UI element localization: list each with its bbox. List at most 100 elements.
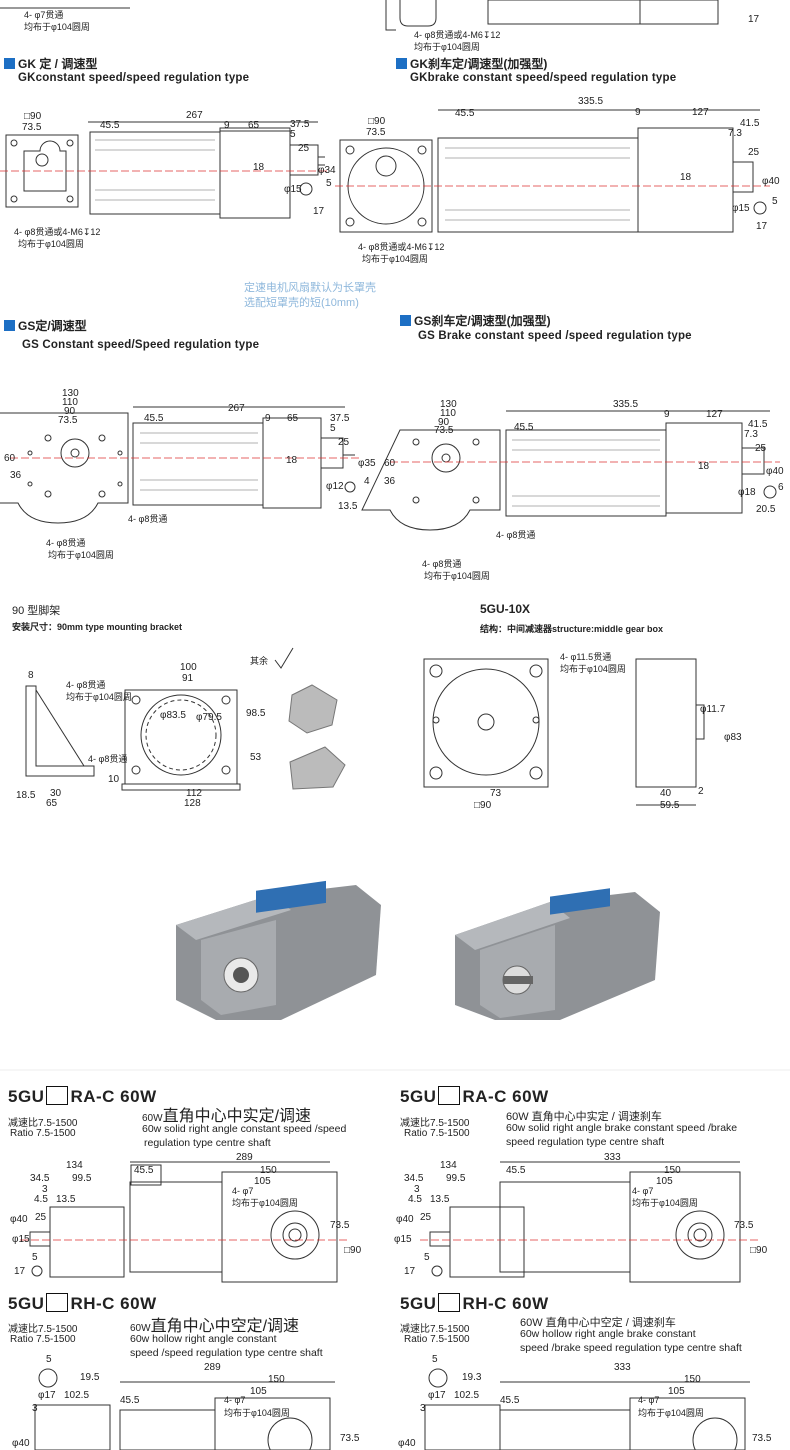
rh-c-brake-desc-2: speed /brake speed regulation type centr… <box>520 1342 742 1354</box>
dim: 45.5 <box>500 1395 520 1406</box>
dim: φ17 <box>38 1390 56 1401</box>
bracket-rest: 其余 <box>250 656 269 666</box>
dim: 134 <box>440 1160 457 1171</box>
ra-c-brake-hole-note: 4- φ7 <box>632 1186 654 1196</box>
dim: 130 <box>440 399 457 410</box>
ra-c-brake-title-cn: 60W 直角中心中实定 / 调速刹车 <box>506 1111 662 1123</box>
dim: φ79.5 <box>196 712 222 723</box>
dim: 5 <box>772 196 778 207</box>
dim: 18 <box>680 172 692 183</box>
dim: 335.5 <box>613 399 639 410</box>
dim: 18.5 <box>16 790 36 801</box>
top-left-hole-note: 4- φ7贯通 <box>24 10 64 20</box>
dim: φ40 <box>762 176 780 187</box>
dim: 5 <box>46 1354 52 1365</box>
dim: 333 <box>604 1152 621 1163</box>
dim: φ17 <box>428 1390 446 1401</box>
dim: 130 <box>62 388 79 399</box>
model-box-icon <box>438 1293 461 1312</box>
dim: 335.5 <box>578 96 604 107</box>
rh-c-brake-title-cn: 60W 直角中心中空定 / 调速刹车 <box>520 1317 676 1329</box>
dim: 25 <box>420 1212 432 1223</box>
dim: 102.5 <box>454 1390 480 1401</box>
dim: 267 <box>186 110 203 121</box>
gk-brake-hole-note-2: 均布于φ104圆周 <box>362 254 428 264</box>
dim: 18 <box>698 461 710 472</box>
dim: 3 <box>414 1184 420 1195</box>
dim: 73.5 <box>340 1433 360 1444</box>
dim: φ83 <box>724 732 742 743</box>
dim: 150 <box>260 1165 277 1176</box>
ra-c-hole-note-2: 均布于φ104圆周 <box>232 1198 298 1208</box>
dim: 5 <box>32 1252 38 1263</box>
gs-hole-note-a: 4- φ8贯通 <box>128 514 168 524</box>
dim: φ40 <box>398 1438 416 1449</box>
dim: 17 <box>313 206 325 217</box>
ra-c-hole-note: 4- φ7 <box>232 1186 254 1196</box>
section-marker-icon <box>4 58 15 69</box>
top-right-hole-note: 4- φ8贯通或4-M6↧12 <box>414 30 501 40</box>
dim: 110 <box>62 397 78 408</box>
model-box-icon <box>438 1086 461 1105</box>
gearbox-title: 5GU-10X <box>480 602 531 616</box>
dim: 40 <box>660 788 672 799</box>
section-marker-icon <box>400 315 411 326</box>
dim: 150 <box>664 1165 681 1176</box>
top-right-dim: 17 <box>748 14 760 25</box>
ra-c-brake-ratio-cn: 减速比7.5-1500 <box>400 1118 470 1129</box>
dim: 19.3 <box>462 1372 482 1383</box>
dim: 8 <box>28 670 34 681</box>
dim: □90 <box>474 800 492 811</box>
dim: 73.5 <box>434 425 454 436</box>
gs-hole-note-2: 均布于φ104圆周 <box>48 550 114 560</box>
dim: 45.5 <box>134 1165 154 1176</box>
dim: 25 <box>748 147 760 158</box>
dim: 73.5 <box>330 1220 350 1231</box>
gs-brake-hole-note-2: 均布于φ104圆周 <box>424 571 490 581</box>
bracket-title: 90 型脚架 <box>12 605 61 617</box>
dim: 289 <box>236 1152 253 1163</box>
dim: 3 <box>420 1403 426 1414</box>
rh-c-desc-2: speed /speed regulation type centre shaf… <box>130 1347 323 1359</box>
dim: 13.5 <box>430 1194 450 1205</box>
dim: φ15 <box>12 1234 30 1245</box>
ra-c-ratio-cn: 减速比7.5-1500 <box>8 1118 78 1129</box>
gk-brake-title: GK刹车定/调速型(加强型) <box>396 55 547 72</box>
rh-c-hole-note: 4- φ7 <box>224 1395 246 1405</box>
dim: 45.5 <box>455 108 475 119</box>
dim: 25 <box>755 443 767 454</box>
fan-note-line1: 定速电机风扇默认为长罩壳 <box>244 282 376 294</box>
bracket-hole-note: 4- φ8贯通 <box>66 680 106 690</box>
dim: 30 <box>50 788 62 799</box>
dim: 73.5 <box>22 122 42 133</box>
gearbox-subtitle: 结构：中间减速器structure:middle gear box <box>480 624 664 634</box>
dim: 9 <box>635 107 641 118</box>
dim: 13.5 <box>338 501 358 512</box>
dim: 90 <box>438 417 450 428</box>
dim: 5 <box>330 423 336 434</box>
dim: □90 <box>750 1245 768 1256</box>
dim: 4 <box>364 476 370 487</box>
dim: 36 <box>10 470 22 481</box>
gk-subtitle: GKconstant speed/speed regulation type <box>18 72 250 84</box>
dim: φ18 <box>738 487 756 498</box>
dim: 36 <box>384 476 396 487</box>
gs-brake-subtitle: GS Brake constant speed /speed regulatio… <box>418 330 692 342</box>
dim: 9 <box>224 120 230 131</box>
dim: 99.5 <box>446 1173 466 1184</box>
ra-c-brake-desc-1: 60w solid right angle brake constant spe… <box>506 1122 738 1134</box>
dim: φ40 <box>396 1214 414 1225</box>
dim: 6 <box>778 482 784 493</box>
gs-brake-title: GS刹车定/调速型(加强型) <box>400 312 551 329</box>
gs-hole-note: 4- φ8贯通 <box>46 538 86 548</box>
gearbox-hole-note-2: 均布于φ104圆周 <box>560 664 626 674</box>
dim: 91 <box>182 673 194 684</box>
ra-c-brake-desc-2: speed regulation type centre shaft <box>506 1136 665 1148</box>
dim: 25 <box>35 1212 47 1223</box>
dim: 105 <box>668 1386 685 1397</box>
rh-c-ratio-en: Ratio 7.5-1500 <box>10 1334 76 1345</box>
